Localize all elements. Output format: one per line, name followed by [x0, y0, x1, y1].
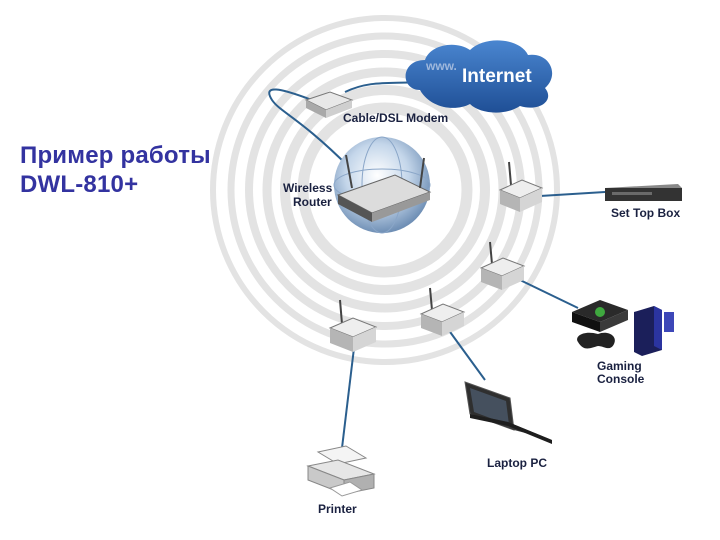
modem-icon [304, 91, 354, 118]
laptop-icon [464, 381, 552, 444]
gaming-console-label-line-2: Console [597, 372, 645, 386]
set-top-box-icon [605, 184, 682, 201]
internet-label: Internet [462, 66, 532, 87]
gaming-console-icon [572, 300, 674, 356]
bridge-middle-right-icon [479, 241, 526, 290]
set-top-box-label: Set Top Box [611, 206, 680, 220]
slide-title: Пример работы DWL-810+ [20, 141, 211, 199]
slide-title-line-1: Пример работы [20, 142, 211, 169]
router-label-line-1: Wireless [283, 181, 333, 195]
laptop-label: Laptop PC [487, 456, 547, 470]
network-cables [268, 81, 606, 449]
slide-title-line-2: DWL-810+ [20, 171, 139, 198]
wireless-router-icon [333, 136, 432, 234]
modem-label: Cable/DSL Modem [343, 111, 448, 125]
printer-icon [306, 445, 376, 497]
bridge-left-icon [328, 299, 378, 352]
internet-prefix: www. [425, 59, 457, 73]
gaming-console-label-line-1: Gaming [597, 359, 642, 373]
internet-cloud-icon: www. Internet [405, 40, 553, 113]
bridge-top-right-icon [498, 161, 544, 212]
printer-label: Printer [318, 502, 357, 516]
bridge-middle-icon [419, 287, 466, 336]
radio-waves [210, 15, 560, 365]
router-label-line-2: Router [293, 195, 332, 209]
